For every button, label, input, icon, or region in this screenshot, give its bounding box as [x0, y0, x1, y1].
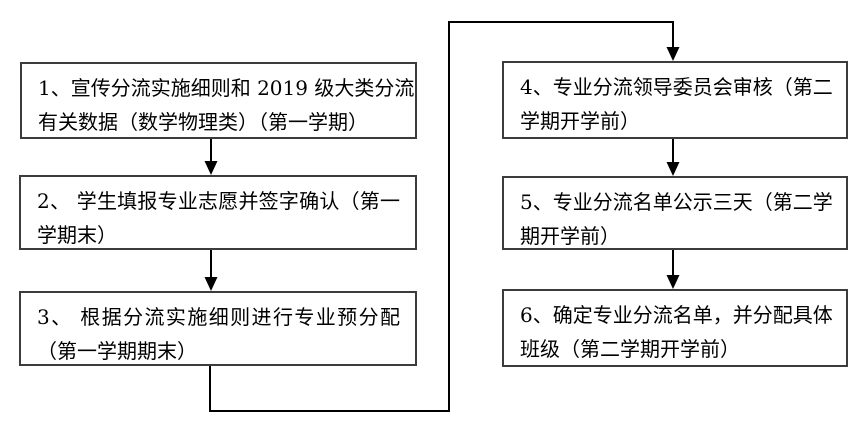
flow-step-6: 6、确定专业分流名单，并分配具体 班级（第二学期开学前） — [502, 289, 848, 367]
flow-step-5-line-1: 5、专业分流名单公示三天（第二学 — [520, 190, 833, 214]
flow-step-2-line-1: 2、 学生填报专业志愿并签字确认（第一 — [37, 189, 400, 213]
flow-step-4-line-1: 4、专业分流领导委员会审核（第二 — [520, 75, 833, 99]
flow-step-1-line-1: 1、宣传分流实施细则和 2019 级大类分流 — [38, 76, 415, 100]
flow-step-3-line-2: （第一学期期末） — [37, 339, 197, 363]
flow-step-5-line-2: 期开学前） — [520, 224, 620, 248]
arrow-2-3-head-icon — [204, 277, 218, 291]
arrow-1-2-head-icon — [204, 161, 218, 175]
flow-step-6-line-2: 班级（第二学期开学前） — [520, 337, 740, 361]
arrow-5-6-head-icon — [666, 275, 680, 289]
flow-step-4-line-2: 学期开学前） — [520, 109, 640, 133]
flow-step-1-line-2: 有关数据（数学物理类）（第一学期） — [38, 110, 368, 134]
flow-step-3: 3、 根据分流实施细则进行专业预分配 （第一学期期末） — [19, 291, 417, 366]
flow-step-4: 4、专业分流领导委员会审核（第二 学期开学前） — [502, 61, 848, 139]
flow-step-3-line-1: 3、 根据分流实施细则进行专业预分配 — [37, 305, 400, 329]
flow-step-2-line-2: 学期末） — [37, 223, 117, 247]
arrow-4-5-head-icon — [666, 162, 680, 176]
flow-step-5: 5、专业分流名单公示三天（第二学 期开学前） — [502, 176, 848, 250]
flow-step-2: 2、 学生填报专业志愿并签字确认（第一 学期末） — [19, 175, 417, 250]
connector-3-4-head-icon — [666, 47, 680, 61]
flow-step-6-line-1: 6、确定专业分流名单，并分配具体 — [520, 303, 833, 327]
flow-step-1: 1、宣传分流实施细则和 2019 级大类分流 有关数据（数学物理类）（第一学期） — [20, 62, 417, 139]
connector-3-4-path — [209, 21, 674, 412]
